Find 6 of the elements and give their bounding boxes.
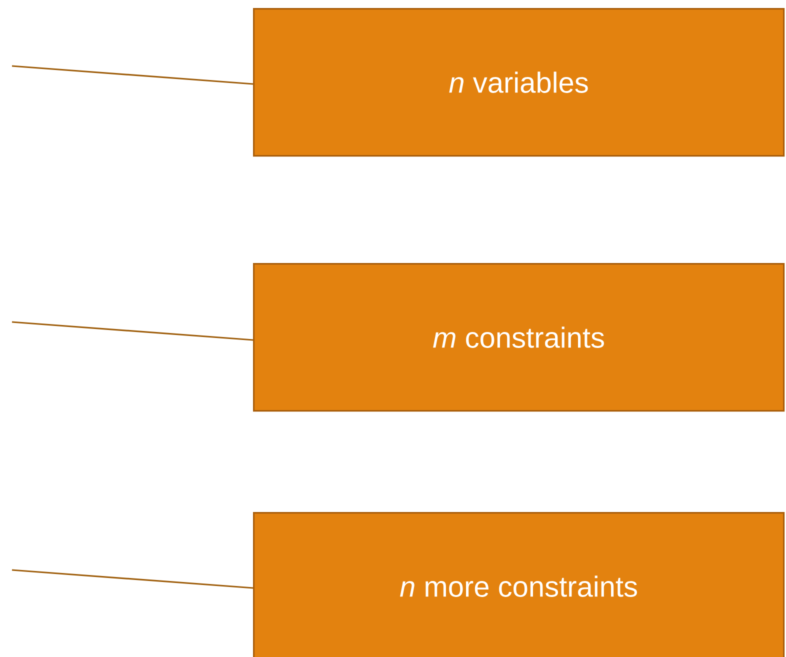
process-box: n more constraints — [253, 512, 785, 657]
leader-line — [12, 321, 254, 341]
process-box: n variables — [253, 8, 785, 157]
leader-line — [12, 65, 254, 85]
leader-line — [12, 569, 254, 589]
process-box: m constraints — [253, 263, 785, 412]
